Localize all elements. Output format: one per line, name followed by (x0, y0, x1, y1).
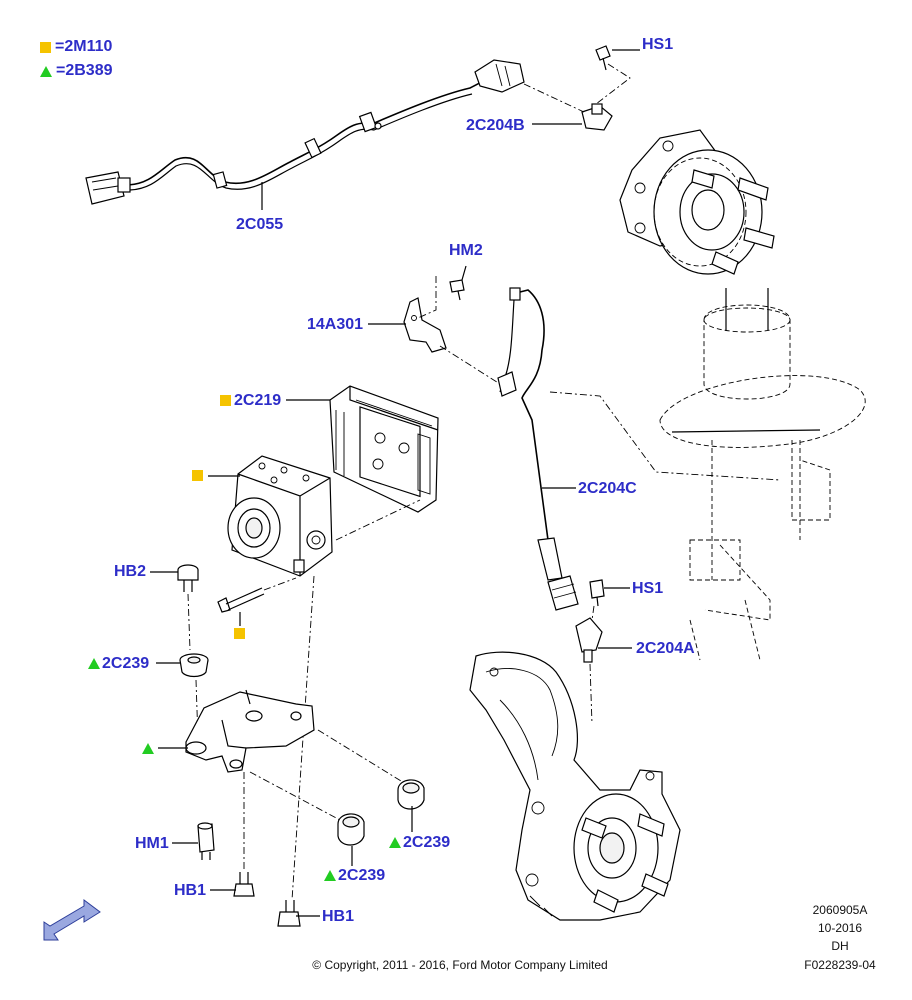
grommet-right (397, 779, 425, 810)
callout-2c239-left[interactable]: 2C239 (102, 655, 150, 672)
strut-assembly (659, 288, 866, 661)
mounting-bolt (217, 577, 297, 613)
pin-hb2 (177, 564, 199, 651)
square-marker-icon (220, 395, 231, 406)
callout-hm1[interactable]: HM1 (135, 835, 169, 852)
callout-2c055[interactable]: 2C055 (236, 216, 284, 233)
callout-hb1-right[interactable]: HB1 (322, 908, 355, 925)
square-marker-icon (192, 470, 203, 481)
sensor-2c204b (523, 45, 631, 131)
bracket-14a301 (403, 276, 501, 385)
triangle-marker-icon (324, 870, 336, 881)
bolt-hb1-right (277, 900, 301, 927)
grommet-low (337, 813, 365, 846)
bolt-hb1-left (233, 872, 255, 897)
leader-hm2 (461, 265, 467, 281)
callout-hb1-left[interactable]: HB1 (174, 882, 207, 899)
callout-14a301[interactable]: 14A301 (307, 316, 364, 333)
triangle-marker-icon (88, 658, 100, 669)
square-marker-icon (234, 628, 245, 639)
direction-arrow-icon (43, 899, 101, 941)
wiring-harness (85, 59, 525, 205)
drawing-code: 2060905A (812, 903, 868, 917)
sensor-cable-2c204c (497, 287, 781, 611)
callout-hb2[interactable]: HB2 (114, 563, 147, 580)
square-marker-icon (40, 41, 51, 53)
upper-wheel-hub (619, 129, 775, 275)
callout-hm2[interactable]: HM2 (449, 242, 483, 259)
callout-2c204a[interactable]: 2C204A (636, 640, 695, 657)
sensor-2c204a (575, 579, 605, 725)
callout-hs1-top[interactable]: HS1 (642, 36, 674, 53)
stud-hm1 (197, 822, 215, 860)
callout-2c219[interactable]: 2C219 (234, 392, 282, 409)
steering-knuckle (469, 651, 681, 921)
legend-text: =2M110 (55, 38, 113, 55)
legend-item-square: =2M110 (40, 38, 112, 56)
callout-hs1-mid[interactable]: HS1 (632, 580, 664, 597)
triangle-marker-icon (389, 837, 401, 848)
callout-2c204c[interactable]: 2C204C (578, 480, 637, 497)
mounting-bracket (185, 689, 407, 870)
drawing-initials: DH (831, 939, 849, 953)
abs-control-module (329, 385, 439, 513)
triangle-marker-icon (40, 65, 52, 77)
triangle-marker-icon (142, 743, 154, 754)
drawing-date: 10-2016 (817, 921, 863, 935)
callout-2c204b[interactable]: 2C204B (466, 117, 525, 134)
callout-2c239-low[interactable]: 2C239 (338, 867, 386, 884)
callout-2c239-right[interactable]: 2C239 (403, 834, 451, 851)
legend-text: =2B389 (56, 62, 113, 79)
drawing-reference: F0228239-04 (804, 958, 876, 972)
legend-item-triangle: =2B389 (40, 62, 113, 80)
hydraulic-unit (227, 455, 421, 901)
copyright-notice: © Copyright, 2011 - 2016, Ford Motor Com… (312, 958, 608, 972)
